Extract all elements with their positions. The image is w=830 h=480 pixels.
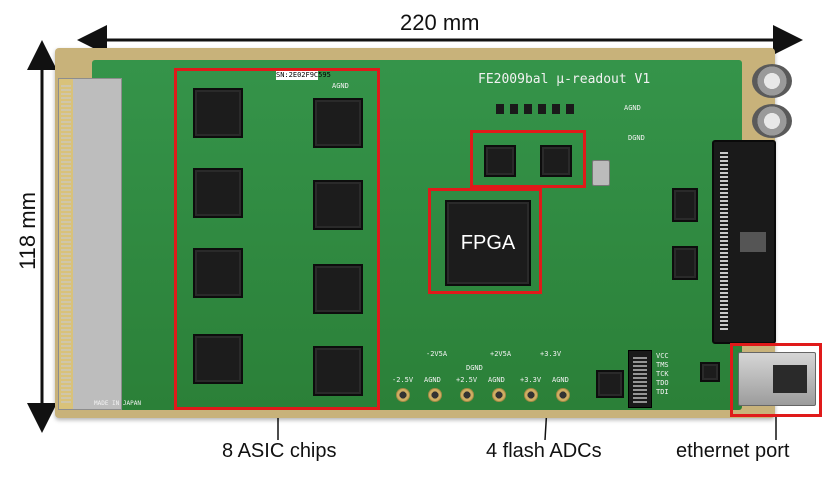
- coax-connector-2: [752, 104, 792, 138]
- ethernet-highlight-box: [730, 343, 822, 417]
- jtag-header: [628, 350, 652, 408]
- height-label: 118 mm: [15, 192, 40, 270]
- power-label-1: -2.5V: [392, 376, 414, 384]
- ethernet-annotation: ethernet port: [676, 440, 790, 462]
- ic-bottom-2: [700, 362, 720, 382]
- adc-annotation: 4 flash ADCs: [486, 440, 602, 462]
- asic-chip-7: [193, 334, 243, 384]
- asic-chip-8: [313, 346, 363, 396]
- plus-3v3-label: +3.3V: [540, 350, 562, 358]
- power-testpoint-3: [460, 388, 474, 402]
- fpga-chip: FPGA: [445, 200, 531, 286]
- power-testpoint-6: [556, 388, 570, 402]
- asic-chip-2: [313, 98, 363, 148]
- ic-right-2: [672, 246, 698, 280]
- power-testpoint-2: [428, 388, 442, 402]
- dgnd-right-label: DGND: [628, 134, 645, 142]
- asic-chip-6: [313, 264, 363, 314]
- width-label: 220 mm: [400, 10, 480, 35]
- flash-adc-2: [540, 145, 572, 177]
- dgnd-bottom-label: DGND: [466, 364, 483, 372]
- ic-bottom-1: [596, 370, 624, 398]
- fpga-label: FPGA: [460, 231, 516, 254]
- power-label-5: +3.3V: [520, 376, 542, 384]
- power-label-3: +2.5V: [456, 376, 478, 384]
- crystal: [592, 160, 610, 186]
- edge-connector: [58, 78, 122, 410]
- made-in-label: MADE IN JAPAN: [94, 400, 141, 407]
- asic-chip-1: [193, 88, 243, 138]
- power-testpoint-1: [396, 388, 410, 402]
- agnd-top-label: AGND: [332, 82, 349, 90]
- asic-chip-3: [193, 168, 243, 218]
- ribbon-connector: [712, 140, 776, 344]
- plus-2v5a-label: +2V5A: [490, 350, 512, 358]
- asic-annotation: 8 ASIC chips: [222, 440, 337, 462]
- serial-sticker: SN:2E02F9C595: [276, 70, 331, 80]
- smd-resistor-row: [496, 104, 576, 114]
- adc-highlight-box: [470, 130, 586, 188]
- agnd-right-label: AGND: [624, 104, 641, 112]
- coax-connector-1: [752, 64, 792, 98]
- power-label-4: AGND: [488, 376, 505, 384]
- jtag-labels: VCC TMS TCK TDO TDI: [656, 352, 669, 396]
- fpga-highlight-box: [428, 188, 542, 294]
- asic-highlight-box: [174, 68, 380, 410]
- power-testpoint-5: [524, 388, 538, 402]
- ic-right-1: [672, 188, 698, 222]
- asic-chip-5: [193, 248, 243, 298]
- asic-chip-4: [313, 180, 363, 230]
- flash-adc-1: [484, 145, 516, 177]
- power-label-2: AGND: [424, 376, 441, 384]
- minus-2v5a-label: -2V5A: [426, 350, 448, 358]
- power-label-6: AGND: [552, 376, 569, 384]
- board-title: FE2009bal μ-readout V1: [478, 72, 651, 87]
- power-testpoint-4: [492, 388, 506, 402]
- ethernet-jack: [738, 352, 816, 406]
